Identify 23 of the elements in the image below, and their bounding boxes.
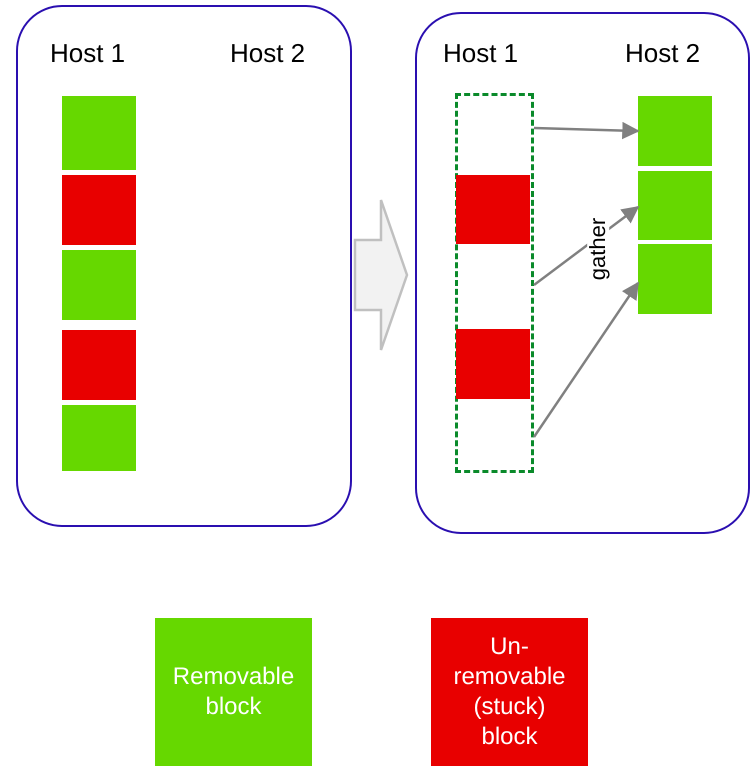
legend-text: Un-removable (stuck) block [452,632,567,752]
host-label: Host 2 [230,40,306,66]
host-label: Host 1 [443,40,518,66]
stuck-block [456,175,530,244]
block-arrow [354,198,408,352]
host-panel [415,12,750,534]
dashed-group-box [454,92,534,472]
removable-block [638,170,712,240]
stuck-block [62,174,136,244]
stuck-block [62,330,136,400]
arrow [532,282,640,438]
removable-block [62,96,136,170]
legend-text: Removable block [172,662,294,722]
host-label: Host 2 [625,40,700,66]
host-label: Host 1 [50,40,126,66]
removable-block [638,244,712,314]
removable-block [62,250,136,320]
edge-label: gather [587,216,610,282]
stuck-block [456,329,530,399]
removable-block [62,404,136,470]
arrow [534,122,640,140]
removable-block [638,96,712,166]
host-panel [16,5,352,527]
